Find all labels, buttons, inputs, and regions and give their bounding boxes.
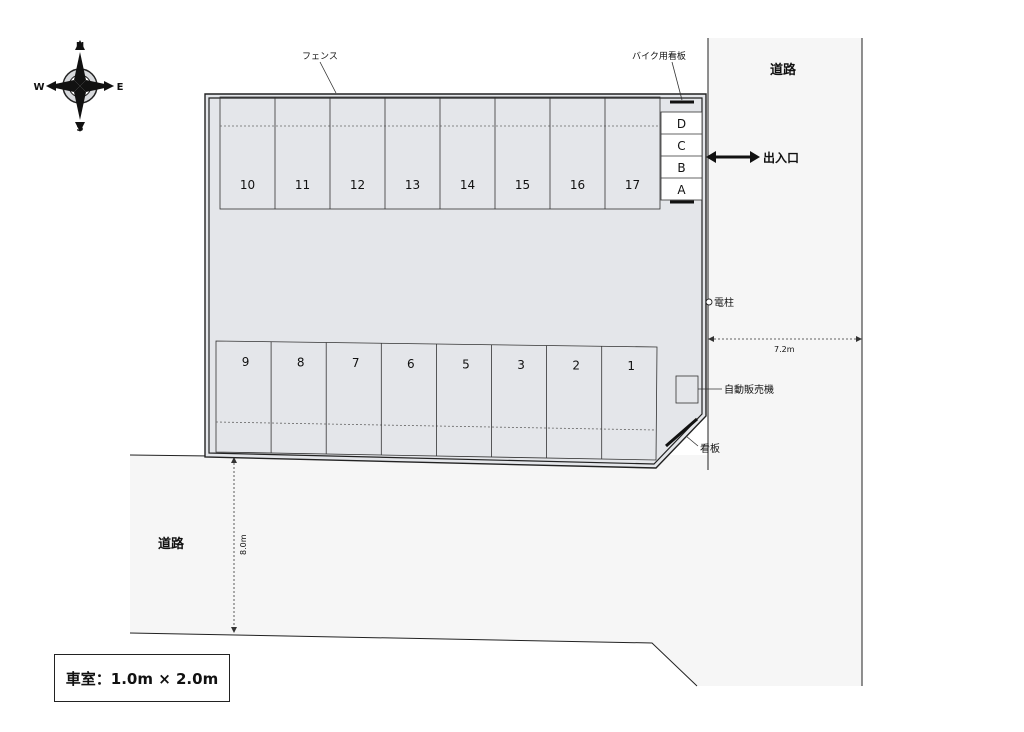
entrance-arrow-icon xyxy=(706,151,760,163)
space-number-label: 5 xyxy=(462,357,470,371)
space-number-label: 11 xyxy=(295,178,310,192)
road-right xyxy=(130,38,863,686)
utility-pole-label: 電柱 xyxy=(714,296,734,309)
dimension-bottom xyxy=(231,457,237,633)
fence-label: フェンス xyxy=(302,52,338,62)
space-number-label: 3 xyxy=(517,358,525,372)
signboard-label: 看板 xyxy=(700,442,720,455)
entrance-label: 出入口 xyxy=(763,150,799,165)
space-number-label: 15 xyxy=(515,178,530,192)
lot-outline xyxy=(204,93,707,469)
vending-machine-box xyxy=(675,375,699,404)
compass-south: S xyxy=(76,123,83,134)
space-number-label: 16 xyxy=(570,178,585,192)
top-row-spaces: 10 11 12 13 14 15 16 17 xyxy=(219,96,700,210)
road-bottom xyxy=(129,454,698,687)
space-number-label: 13 xyxy=(405,178,420,192)
road-right-label: 道路 xyxy=(770,62,797,78)
vending-machine-label: 自動販売機 xyxy=(724,383,774,396)
bike-sign-label: バイク用看板 xyxy=(632,50,686,62)
compass-icon xyxy=(46,40,114,132)
space-number-label: 8 xyxy=(297,356,305,370)
signboard-bar xyxy=(665,417,698,448)
space-number-label: 7 xyxy=(352,356,360,370)
space-size-legend: 車室：1.0m × 2.0m xyxy=(54,654,230,702)
bike-space-label: C xyxy=(677,139,685,153)
bike-space-label: D xyxy=(677,117,686,131)
space-number-label: 1 xyxy=(627,359,635,373)
space-number-label: 17 xyxy=(625,178,640,192)
utility-pole-icon xyxy=(705,298,713,306)
dimension-right-label: 7.2m xyxy=(774,345,795,354)
dimension-right xyxy=(708,336,862,342)
road-left-label: 道路 xyxy=(158,536,185,552)
space-number-label: 6 xyxy=(407,357,415,371)
compass-east: E xyxy=(117,82,124,93)
space-number-label: 12 xyxy=(350,178,365,192)
dimension-bottom-label: 8.0m xyxy=(239,534,248,555)
space-number-label: 2 xyxy=(572,359,580,373)
compass-west: W xyxy=(33,82,44,93)
compass-north: N xyxy=(76,41,84,52)
space-number-label: 10 xyxy=(240,178,255,192)
bike-space-label: B xyxy=(677,161,685,175)
bottom-row-spaces: 9 8 7 6 5 3 2 1 xyxy=(215,340,658,461)
space-number-label: 9 xyxy=(242,355,250,369)
space-number-label: 14 xyxy=(460,178,475,192)
bike-space-label: A xyxy=(677,183,686,197)
